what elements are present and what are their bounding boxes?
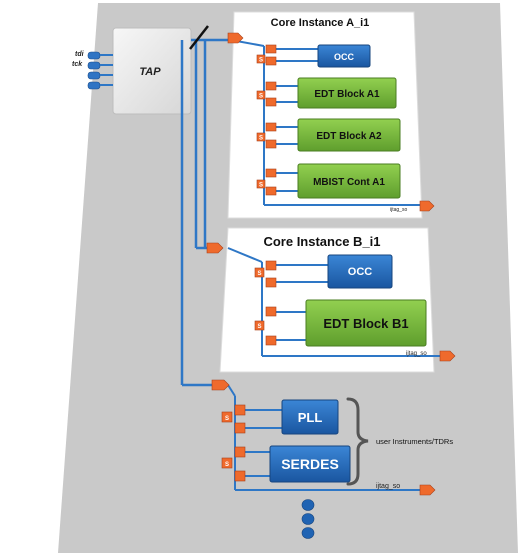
edt-a2-label: EDT Block A2 xyxy=(316,131,382,142)
sib-cell xyxy=(265,186,277,196)
top-ijtag-so-label: ijtag_so xyxy=(376,483,400,490)
continuation-dots xyxy=(301,499,315,539)
sib-cell xyxy=(234,446,246,458)
occ-block-a xyxy=(317,44,371,68)
edt-a1-label: EDT Block A1 xyxy=(314,89,380,100)
tck-pin-label: tck xyxy=(72,61,83,68)
mbist-cont-a1 xyxy=(297,163,401,199)
core-a-title: Core Instance A_i1 xyxy=(271,17,370,29)
sib-cell xyxy=(265,122,277,132)
sib-label: S xyxy=(259,94,263,100)
occ-b-label: OCC xyxy=(348,266,373,278)
sib-label: S xyxy=(225,462,229,468)
top-ijtag-si-port xyxy=(211,379,230,391)
sib-cell xyxy=(234,404,246,416)
tap-controller xyxy=(112,27,192,115)
sib-label: S xyxy=(259,58,263,64)
continuation-dot xyxy=(301,499,315,511)
sib-cell xyxy=(234,422,246,434)
sib-cell xyxy=(256,90,266,100)
sib-cell xyxy=(234,470,246,482)
continuation-dot xyxy=(301,527,315,539)
sib-label: S xyxy=(259,136,263,142)
core-b-title: Core Instance B_i1 xyxy=(263,234,380,249)
sib-label: S xyxy=(257,324,261,330)
core-a-ijtag-so-port xyxy=(419,200,435,212)
top-ijtag-so-port xyxy=(419,484,436,496)
core-a-ijtag-si-port xyxy=(227,32,244,44)
pll-block xyxy=(281,399,339,435)
occ-block-b xyxy=(327,254,393,289)
tap-pin xyxy=(87,81,101,90)
edt-b1-label: EDT Block B1 xyxy=(323,316,408,331)
sib-cell xyxy=(256,179,266,189)
sib-cell xyxy=(256,54,266,64)
sib-cell xyxy=(265,306,277,317)
continuation-dot xyxy=(301,513,315,525)
user-instruments-label: user Instruments/TDRs xyxy=(376,437,453,446)
instruments-brace xyxy=(346,397,369,486)
occ-a-label: OCC xyxy=(334,52,355,62)
sib-cell xyxy=(265,56,277,66)
sib-cell xyxy=(265,81,277,91)
sib-cell xyxy=(265,260,277,271)
ports xyxy=(206,32,456,496)
sib-cell xyxy=(221,411,233,423)
serdes-label: SERDES xyxy=(281,456,339,472)
sib-cell xyxy=(265,168,277,178)
sib-cell xyxy=(265,44,277,54)
edt-block-b1 xyxy=(305,299,427,347)
tap-pin xyxy=(87,61,101,70)
sib-cell xyxy=(254,320,265,331)
edt-block-a1 xyxy=(297,77,397,109)
sib-cell xyxy=(265,335,277,346)
edt-block-a2 xyxy=(297,118,401,152)
core-b-ijtag-so-label: ijtag_so xyxy=(406,351,427,357)
sib-cell xyxy=(265,139,277,149)
sib-label: S xyxy=(259,183,263,189)
sib-cell xyxy=(221,457,233,469)
bus-slash xyxy=(189,25,209,50)
pll-label: PLL xyxy=(298,410,323,425)
mbist-a1-label: MBIST Cont A1 xyxy=(313,177,385,188)
tap-label: TAP xyxy=(139,66,161,78)
core-b-ijtag-si-port xyxy=(206,242,224,254)
main-bus xyxy=(180,38,230,387)
sib-cell xyxy=(265,97,277,107)
core-b-ijtag-so-port xyxy=(439,350,456,362)
core-a-ijtag-so-label: ijtag_so xyxy=(390,207,407,213)
tap-pin xyxy=(87,51,101,60)
tap-pins xyxy=(87,51,101,90)
sib-label: S xyxy=(225,416,229,422)
tap-pin xyxy=(87,71,101,80)
sib-cells xyxy=(221,44,277,482)
tdi-pin-label: tdi xyxy=(75,51,85,58)
sib-cell xyxy=(256,132,266,142)
sib-cell xyxy=(254,267,265,278)
sib-label: S xyxy=(257,271,261,277)
sib-cell xyxy=(265,277,277,288)
serdes-block xyxy=(269,445,351,483)
